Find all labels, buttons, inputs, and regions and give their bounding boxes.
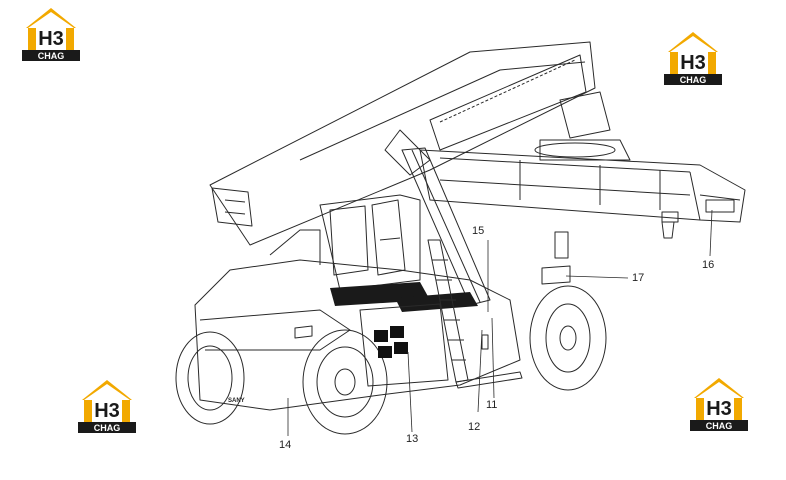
wheel-rear-right [302, 329, 388, 435]
callout-14: 14 [279, 439, 292, 451]
leader-lines [287, 209, 713, 436]
svg-text:H3: H3 [94, 400, 120, 422]
leader-17 [565, 275, 629, 279]
chag-logo-top-right: H3 CHAG [662, 30, 724, 86]
leader-13 [407, 351, 413, 433]
chag-logo-icon: H3 CHAG [664, 32, 722, 85]
callout-15: 15 [472, 225, 485, 237]
chag-logo-icon: H3 CHAG [22, 8, 80, 61]
rear-cover [269, 229, 571, 285]
leader-12 [477, 329, 483, 413]
chag-logo-top-left: H3 CHAG [20, 6, 82, 62]
sany-badge: SANY [228, 398, 245, 404]
chag-logo-icon: H3 CHAG [690, 378, 748, 431]
lift-cylinder [401, 147, 491, 306]
chag-logo-bottom-left: H3 CHAG [76, 378, 138, 434]
callout-13: 13 [406, 433, 419, 445]
svg-text:H3: H3 [680, 52, 706, 74]
leader-16 [709, 209, 713, 257]
svg-text:H3: H3 [706, 398, 732, 420]
chag-logo-bottom-right: H3 CHAG [688, 376, 750, 432]
wheel-front-right [529, 285, 607, 391]
callout-16: 16 [702, 259, 715, 271]
svg-text:CHAG: CHAG [38, 51, 65, 61]
svg-text:CHAG: CHAG [94, 423, 121, 433]
operator-cab [319, 194, 421, 291]
wheel-rear-left [175, 331, 245, 425]
decal-blocks [374, 326, 408, 358]
telescopic-boom [209, 41, 596, 246]
svg-text:H3: H3 [38, 28, 64, 50]
svg-text:CHAG: CHAG [706, 421, 733, 431]
spreader-frame [419, 91, 746, 239]
access-ladder [427, 239, 523, 389]
callout-17: 17 [632, 272, 645, 284]
callout-11: 11 [486, 399, 498, 411]
callout-12: 12 [468, 421, 481, 433]
chag-logo-icon: H3 CHAG [78, 380, 136, 433]
leader-11 [491, 317, 495, 399]
svg-text:CHAG: CHAG [680, 75, 707, 85]
